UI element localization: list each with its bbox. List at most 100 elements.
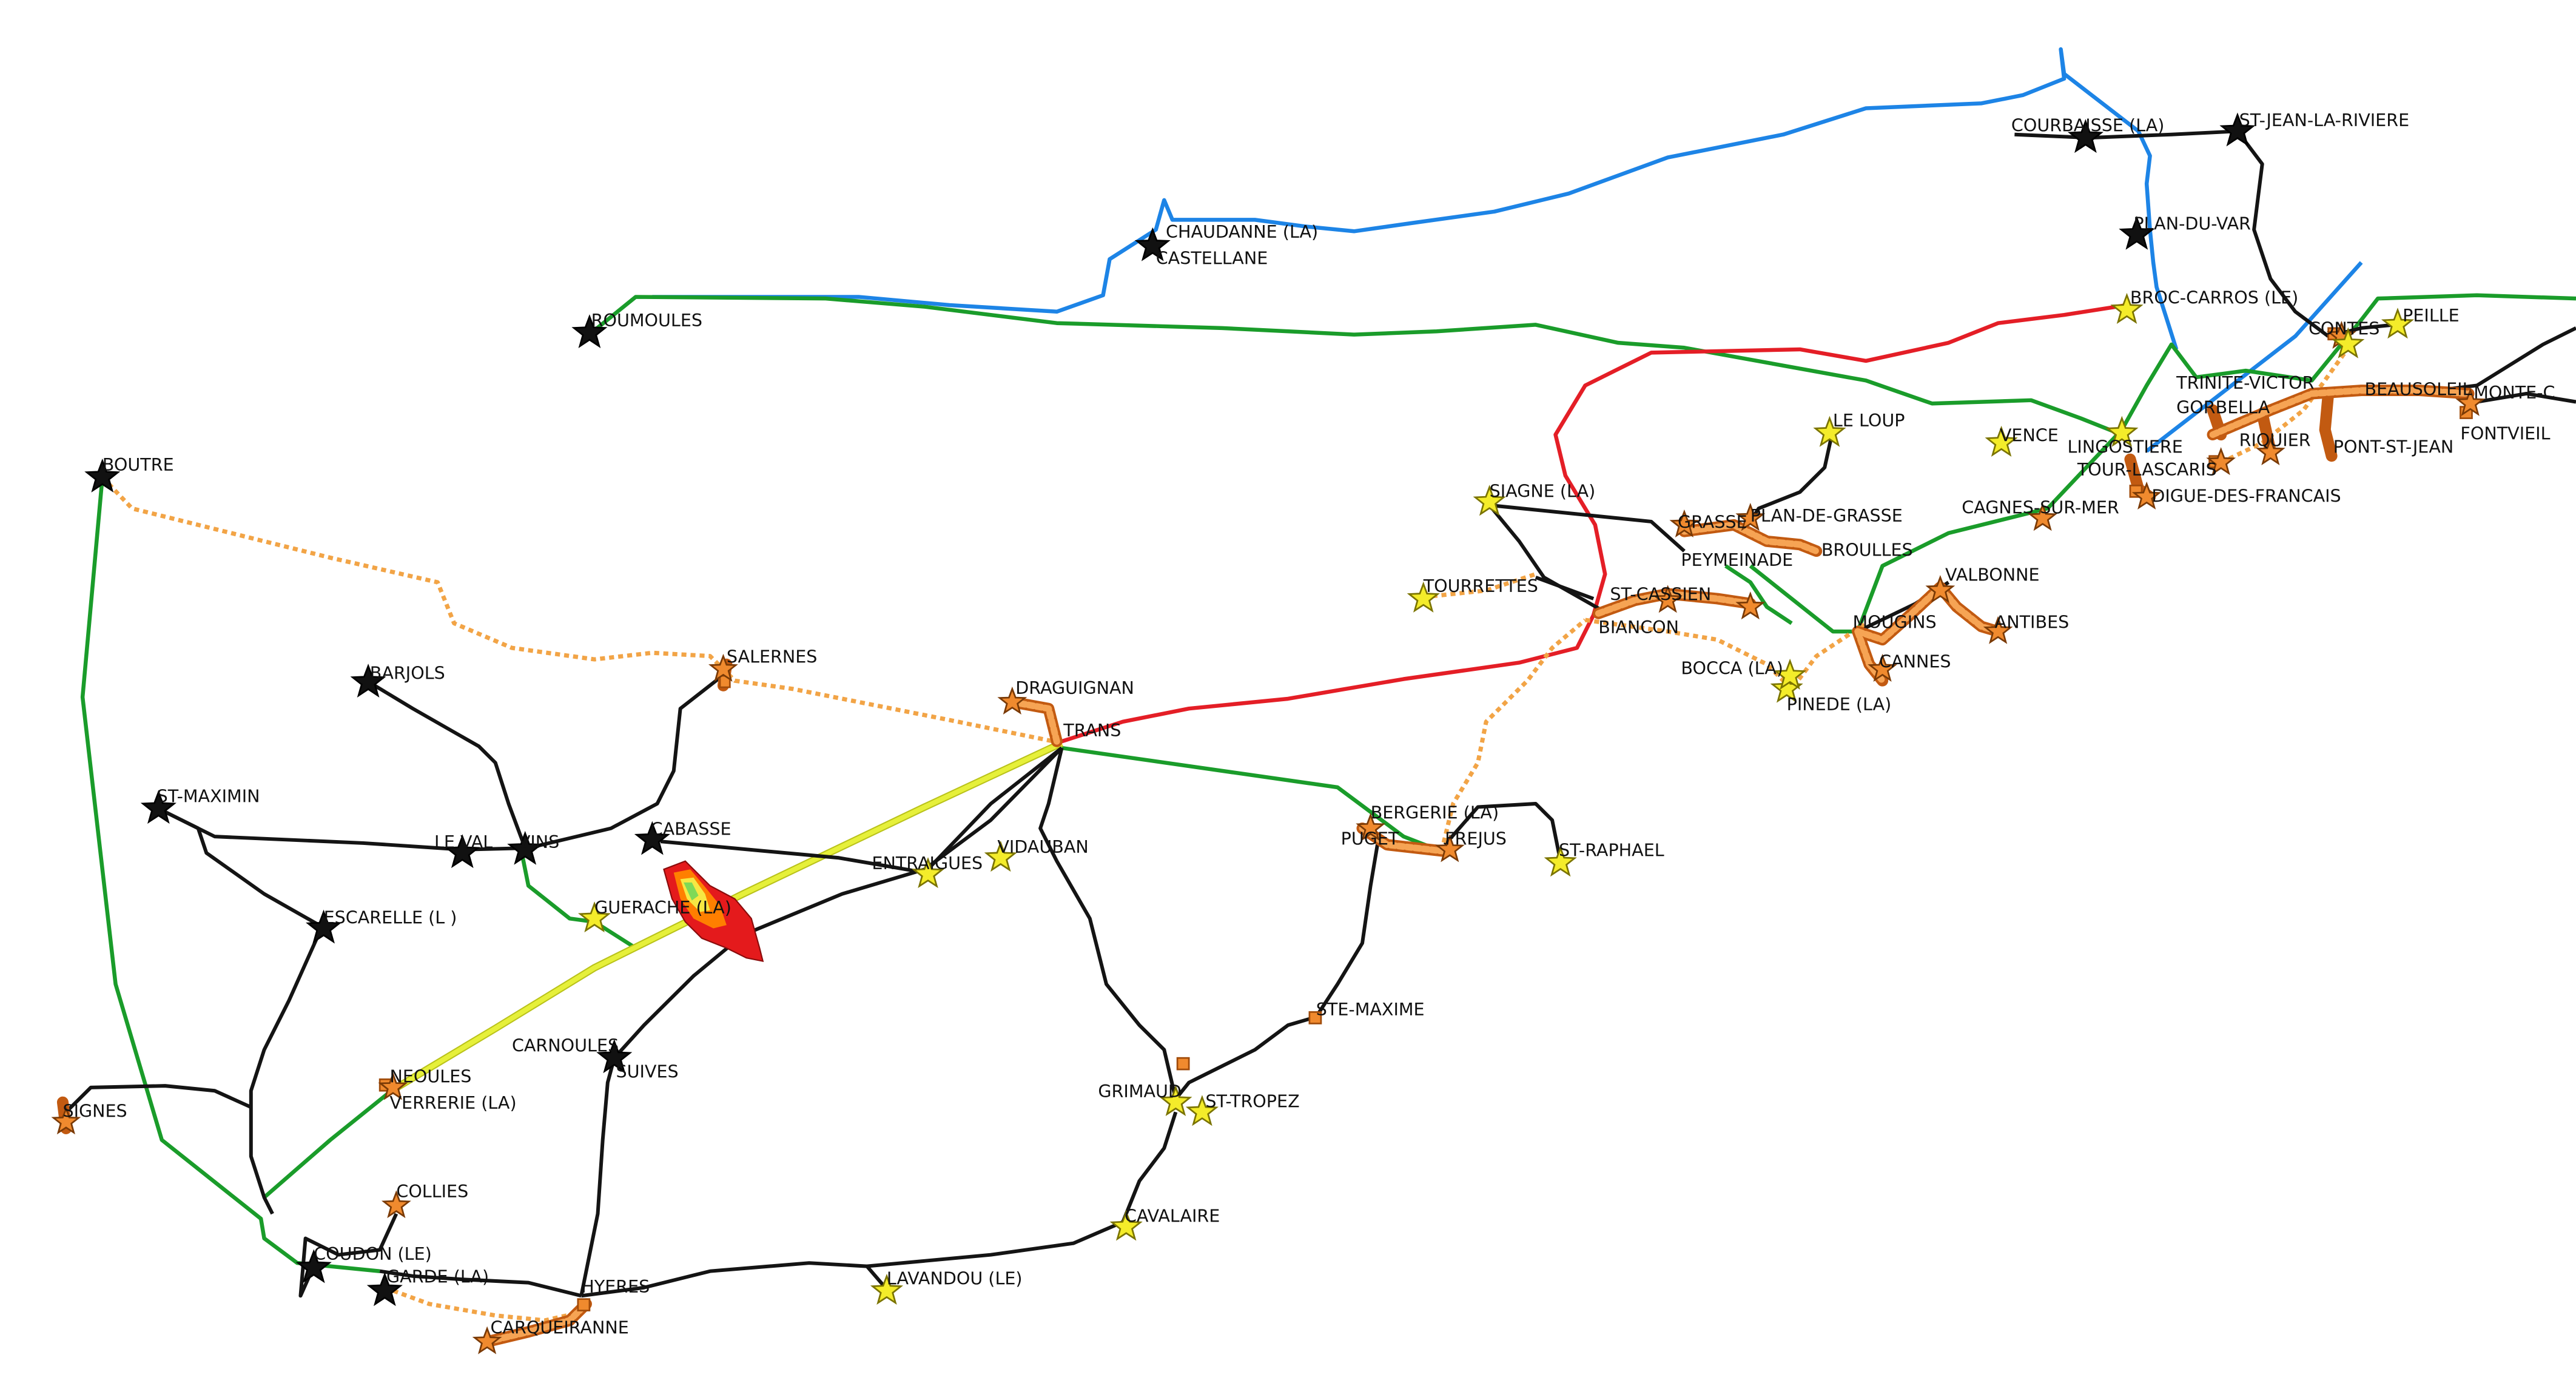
label-cabasse: CABASSE [651, 819, 731, 839]
black-station-star [366, 1272, 403, 1307]
yellow-station-star [2332, 327, 2365, 358]
black-line-trans-grimaud [1038, 747, 1178, 1100]
yellow-station-star [1407, 581, 1440, 613]
black-line-plan-du-var [2236, 130, 2330, 338]
black-station-star [295, 1249, 332, 1283]
label-plan-du-var: PLAN-DU-VAR [2133, 214, 2251, 234]
blue-lines [652, 47, 2363, 453]
black-line-puget-ste-maxime [1314, 836, 1381, 1018]
orange-station-star [1868, 653, 1897, 682]
green-line-roumoules [590, 295, 2123, 437]
chain-draguignan-inner [1009, 698, 1060, 745]
label-castellane: CASTELLANE [1156, 248, 1268, 268]
black-line-siagne [1489, 503, 1686, 553]
station-square [577, 1298, 591, 1311]
black-line-courbaisse [2014, 129, 2238, 140]
label-monte-carlo: MONTE-C [2473, 383, 2555, 403]
label-coudon: COUDON (LE) [314, 1244, 432, 1264]
yellow-station-star [1813, 415, 1846, 447]
label-grimaud: GRIMAUD [1098, 1082, 1182, 1102]
place-labels: COURBAISSE (LA) ST-JEAN-LA-RIVIERE CHAUD… [62, 110, 2555, 1337]
blue-line-east [2145, 261, 2363, 453]
red-line-trans-broc [1061, 303, 2128, 744]
label-frejus: FREJUS [1445, 829, 1507, 849]
label-biancon: BIANCON [1598, 617, 1679, 637]
label-contes: CONTES [2309, 319, 2379, 339]
green-line-grasse [1724, 564, 1793, 625]
orange-station-star [472, 1326, 502, 1354]
black-station-star [2219, 112, 2256, 147]
orange-station-star [2455, 388, 2486, 416]
yellow-station-star [1544, 846, 1577, 877]
label-pont-st-jean: PONT-ST-JEAN [2333, 437, 2453, 457]
label-roumoules: ROUMOULES [591, 311, 702, 331]
label-lingostiere: LINGOSTIERE [2067, 437, 2182, 457]
orange-station-star [378, 1072, 408, 1100]
label-gueracher: GUERACHE (LA) [594, 898, 731, 918]
orange-line-garde-carqueiranne [384, 1285, 582, 1323]
label-siagne: SIAGNE (LA) [1490, 481, 1596, 501]
yellow-station-star [1185, 1095, 1219, 1126]
chain-nice-east-inner [2209, 387, 2472, 439]
orange-station-star [1735, 591, 1766, 620]
yellow-station-star [1774, 658, 1807, 690]
black-station-star [2119, 215, 2155, 250]
orange-station-star [1983, 616, 2013, 644]
black-station-star [634, 821, 670, 855]
yellow-station-star [911, 857, 945, 889]
black-line-siagne-st-cassien [1488, 503, 1603, 612]
label-tourrettes: TOURRETTES [1423, 576, 1538, 596]
yellow-station-star [577, 901, 611, 933]
label-fontvieille: FONTVIEIL [2460, 424, 2550, 444]
black-line-st-maximin [158, 807, 323, 929]
black-line-grimaud-tropez [1174, 1015, 1317, 1100]
black-station-star [350, 664, 386, 698]
label-tour-lascaris: TOUR-LASCARIS [2077, 460, 2217, 480]
orange-station-star [51, 1106, 81, 1135]
chain-grasse-inner [1681, 521, 1820, 554]
black-line-salernes [158, 671, 728, 852]
label-chaudanne: CHAUDANNE (LA) [1166, 222, 1318, 242]
label-vins: VINS [519, 832, 559, 852]
label-verrerie: VERRERIE (LA) [389, 1093, 516, 1113]
black-line-barjols [365, 679, 527, 849]
orange-station-star [1653, 585, 1683, 613]
label-cagnes-sur-mer: CAGNES-SUR-MER [1962, 497, 2119, 517]
orange-station-star [1356, 813, 1386, 841]
label-antibes: ANTIBES [1995, 613, 2070, 633]
chain-carqueiranne-inner [483, 1300, 590, 1345]
orange-station-star [2028, 503, 2058, 531]
green-line-verrerie [263, 1089, 393, 1199]
yellow-station-star [2105, 415, 2139, 447]
orange-station-star [2206, 447, 2236, 476]
label-peymeinade: PEYMEINADE [1681, 550, 1793, 570]
label-le-val: LE VAL [434, 832, 493, 852]
yellow-station-star [1109, 1209, 1143, 1241]
red-lines [1061, 303, 2128, 744]
label-lavandou: LAVANDOU (LE) [887, 1268, 1023, 1288]
yellow-station-star [2110, 292, 2144, 324]
label-vidauban: VIDAUBAN [997, 837, 1088, 857]
black-line-tourrettes [1535, 576, 1595, 600]
label-bocca: BOCCA (LA) [1681, 658, 1783, 678]
orange-station-star [2131, 481, 2162, 510]
orange-station-star [381, 1190, 411, 1219]
label-pinede: PINEDE (LA) [1787, 695, 1892, 715]
label-st-jean-la-riviere: ST-JEAN-LA-RIVIERE [2239, 110, 2410, 130]
label-peille: PEILLE [2403, 306, 2460, 326]
label-bergerie: BERGERIE (LA) [1371, 802, 1499, 823]
yellow-station-star [1985, 425, 2018, 457]
yellow-line-trans-neoules-inner [390, 741, 1063, 1093]
label-beausoleil: BEAUSOLEIL [2365, 380, 2472, 400]
black-station-star [140, 790, 177, 824]
green-lines [80, 293, 2576, 1273]
orange-line-boutre-trans [101, 476, 1063, 745]
station-square [1308, 1011, 1322, 1024]
label-suives: SUIVES [616, 1062, 678, 1082]
label-hyeres: HYERES [581, 1277, 650, 1297]
black-line-garde [379, 1269, 582, 1298]
label-gorbella: GORBELLA [2176, 398, 2270, 418]
label-mougins: MOUGINS [1853, 613, 1937, 633]
label-trinite-victor: TRINITE-VICTOR [2176, 373, 2314, 393]
black-station-star [571, 314, 608, 348]
